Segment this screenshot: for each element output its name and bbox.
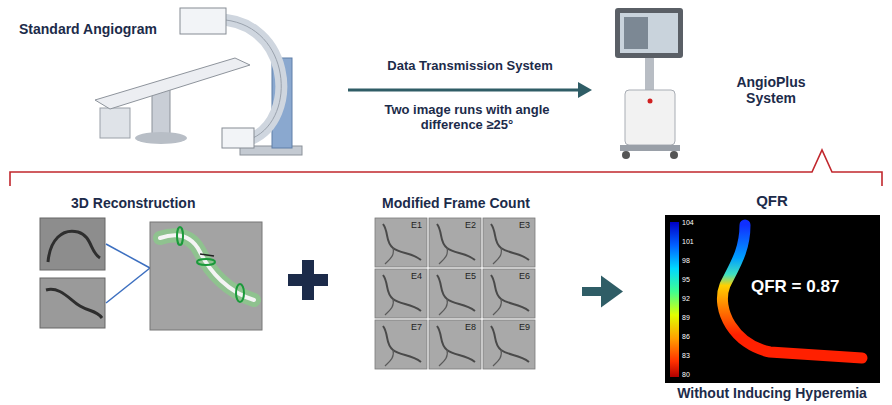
frame <box>375 320 427 369</box>
monitor-screen <box>620 13 678 53</box>
plus-bar <box>302 260 314 300</box>
detector <box>180 8 226 34</box>
frame-label: E8 <box>465 322 476 332</box>
machine-node: Standard Angiogram <box>10 15 340 165</box>
frame-label: E3 <box>519 220 530 230</box>
scale-value: 101 <box>682 238 694 246</box>
node-title: QFR <box>656 192 888 209</box>
frame <box>429 269 481 318</box>
angiogram-view <box>40 218 105 270</box>
vessel <box>48 231 100 262</box>
frame <box>483 218 535 267</box>
step-node: 3D Reconstruction <box>30 190 270 340</box>
scale-value: 83 <box>682 352 690 360</box>
scale-value: 95 <box>682 276 690 284</box>
frame-label: E1 <box>411 220 422 230</box>
model-ring <box>197 259 215 265</box>
frame <box>375 218 427 267</box>
connector-arrow <box>582 276 623 308</box>
angiogram-view <box>40 278 105 328</box>
note-text: Two image runs with angle difference ≥25… <box>367 103 567 133</box>
arrow-head <box>578 82 592 98</box>
panel-ground <box>665 215 880 383</box>
cart-pole <box>645 58 654 92</box>
connector-line <box>582 287 602 296</box>
frame <box>429 320 481 369</box>
scale-value: 92 <box>682 295 690 303</box>
angioplus-cart <box>615 8 683 159</box>
scale-value: 104 <box>682 219 694 227</box>
node-title: 3D Reconstruction <box>71 195 195 211</box>
frame-label: E9 <box>519 322 530 332</box>
connector-arrow <box>348 82 592 98</box>
frame-label: E7 <box>411 322 422 332</box>
cart-base <box>620 145 680 151</box>
frame <box>483 320 535 369</box>
x-ray-tube <box>222 128 254 148</box>
frame-label: E4 <box>411 271 422 281</box>
model-view <box>150 222 262 330</box>
connector-line <box>348 89 579 92</box>
caption-text: Without Inducing Hyperemia <box>656 385 888 401</box>
qfr-panel <box>665 215 880 383</box>
projection-line <box>106 268 150 303</box>
frame <box>375 269 427 318</box>
frame-label: E6 <box>519 271 530 281</box>
control-panel <box>100 108 130 138</box>
frame-grid <box>375 218 535 369</box>
frame-label: E2 <box>465 220 476 230</box>
node-title: Modified Frame Count <box>366 195 546 211</box>
node-title: Standard Angiogram <box>19 21 157 37</box>
wheel <box>670 151 678 159</box>
projection-line <box>106 244 150 268</box>
c-arm-edge <box>205 19 281 140</box>
model-ring <box>236 284 244 302</box>
bracket <box>10 150 882 186</box>
vessel-model <box>160 235 254 300</box>
wheel <box>622 151 630 159</box>
system-node: AngioPlus System <box>600 15 885 165</box>
monitor <box>615 8 683 58</box>
model-ring <box>177 227 183 245</box>
vessel <box>46 289 102 318</box>
step-node: Modified Frame Count <box>365 190 550 385</box>
connector-label: Data Transmission System <box>385 59 554 74</box>
pedestal-base <box>135 132 187 144</box>
reconstruction-images <box>40 218 262 330</box>
colored-vessel <box>722 225 862 358</box>
frame <box>429 218 481 267</box>
screen-image <box>624 17 648 49</box>
c-arm <box>205 19 281 140</box>
scale-value: 86 <box>682 333 690 341</box>
scale-value: 98 <box>682 257 690 265</box>
cart-body <box>625 90 675 145</box>
value-text: QFR = 0.87 <box>751 277 839 297</box>
patient-table <box>95 58 250 109</box>
vessel-model-core <box>160 235 254 300</box>
scale-value: 80 <box>682 371 690 379</box>
arrow-head <box>601 276 623 308</box>
frame <box>483 269 535 318</box>
plus-sign <box>288 260 328 300</box>
stenosis-mark <box>200 254 214 256</box>
frame-label: E5 <box>465 271 476 281</box>
scale-value: 89 <box>682 314 690 322</box>
node-title: AngioPlus System <box>711 74 831 106</box>
power-light <box>648 99 653 104</box>
color-bar <box>670 222 679 377</box>
